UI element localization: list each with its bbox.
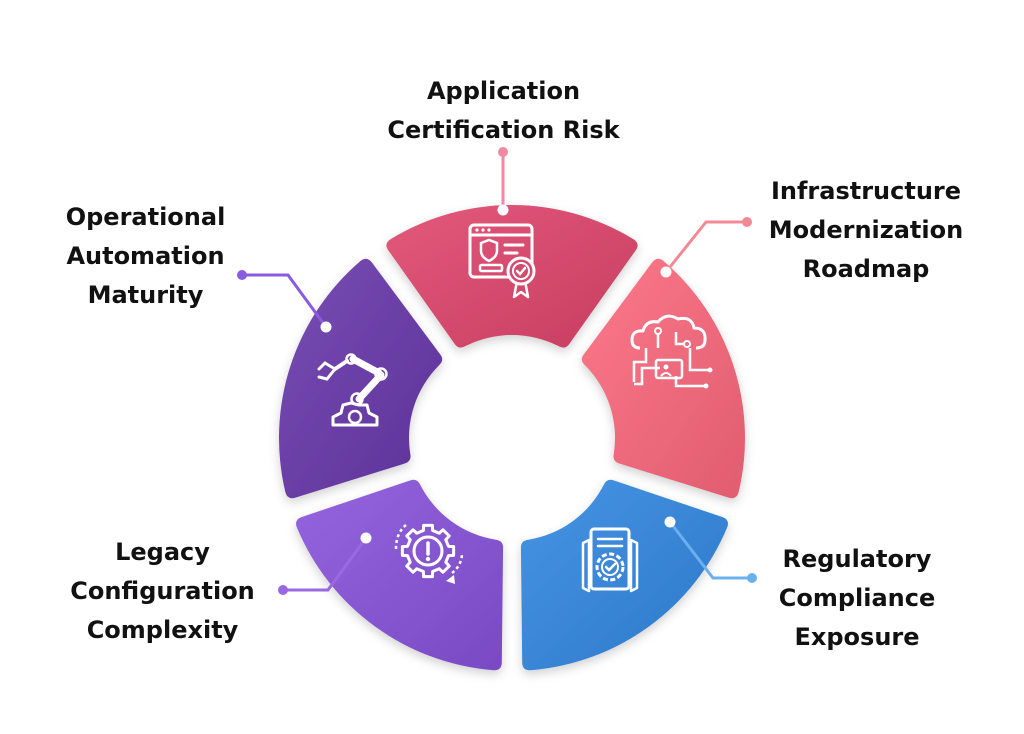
label-ops: Operational Automation Maturity <box>48 198 243 315</box>
label-line: Infrastructure <box>770 177 962 205</box>
label-line: Roadmap <box>802 255 930 283</box>
connector-dot-inner <box>360 532 372 544</box>
segment-regulatory <box>520 479 728 671</box>
label-line: Operational <box>65 203 226 231</box>
segments-layer <box>279 205 745 671</box>
connector-dot-inner <box>497 204 509 216</box>
connector-line <box>281 536 368 592</box>
label-line: Regulatory <box>782 545 932 573</box>
connector-infra <box>660 217 752 278</box>
segment-legacy <box>296 479 504 671</box>
label-line: Compliance <box>778 584 936 612</box>
connector-regulatory <box>664 516 757 583</box>
certificate-window-icon <box>468 223 536 299</box>
connector-app-cert <box>497 147 509 216</box>
label-line: Configuration <box>70 577 255 605</box>
cloud-network-icon <box>630 314 713 389</box>
label-line: Certification Risk <box>387 116 620 144</box>
label-legacy: Legacy Configuration Complexity <box>50 533 275 650</box>
gear-alert-icon <box>394 523 464 584</box>
label-infra: Infrastructure Modernization Roadmap <box>755 172 977 289</box>
connector-line <box>240 273 328 329</box>
robotic-arm-icon <box>317 353 388 427</box>
label-line: Exposure <box>794 623 920 651</box>
connector-dot-inner <box>660 266 672 278</box>
label-regulatory: Regulatory Compliance Exposure <box>757 540 957 657</box>
connector-line <box>664 220 749 274</box>
connector-dot-outer <box>278 585 288 595</box>
label-line: Maturity <box>87 281 204 309</box>
label-line: Modernization <box>768 216 964 244</box>
compliance-document-icon <box>581 527 639 593</box>
connector-dot-inner <box>664 516 676 528</box>
connector-dot-outer <box>742 217 752 227</box>
connector-dot-outer <box>747 573 757 583</box>
connectors-layer <box>237 147 757 595</box>
label-line: Automation <box>66 242 225 270</box>
label-line: Complexity <box>86 616 239 644</box>
connector-dot-outer <box>498 147 508 157</box>
connector-dot-outer <box>237 270 247 280</box>
label-line: Application <box>426 77 581 105</box>
label-app-cert: Application Certification Risk <box>381 72 626 150</box>
connector-dot-inner <box>320 321 332 333</box>
connector-legacy <box>278 532 372 595</box>
connector-ops <box>237 270 332 333</box>
label-line: Legacy <box>115 538 210 566</box>
icons-layer <box>317 223 713 593</box>
connector-line <box>668 520 754 580</box>
